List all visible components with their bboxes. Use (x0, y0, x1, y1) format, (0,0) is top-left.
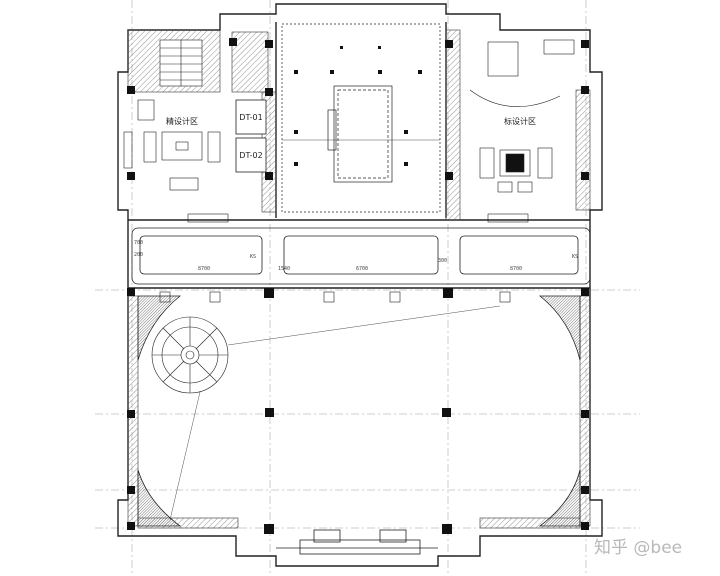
elevators (235, 99, 267, 173)
corner-walls (137, 295, 581, 527)
dim-label: 200 (134, 252, 143, 258)
corridor-counters (131, 227, 591, 285)
room-labels: 精设计区 标设计区 DT-01 DT-02 (166, 113, 536, 160)
hatched-walls (127, 29, 591, 529)
ceiling-dots (294, 46, 422, 166)
atrium (281, 23, 441, 213)
top-left-stair (159, 39, 203, 87)
dimension-labels: 700 200 8700 KS 1540 6700 300 8700 KS (134, 240, 578, 272)
left-room-furniture (123, 99, 229, 223)
pilasters (159, 291, 511, 303)
right-zone-label: 标设计区 (504, 116, 536, 126)
dim-label: 700 (134, 240, 143, 246)
right-room-furniture (469, 39, 575, 223)
dim-label: 300 (438, 258, 447, 264)
watermark: 知乎 @bee (594, 538, 682, 558)
elevator-2-label: DT-02 (239, 151, 262, 160)
left-zone-label: 精设计区 (166, 116, 198, 126)
columns (127, 38, 589, 534)
dim-label: 1540 (278, 266, 290, 272)
dim-label: KS (572, 254, 578, 260)
dim-label: KS (250, 254, 256, 260)
entrance (276, 529, 438, 555)
dim-label: 6700 (356, 266, 368, 272)
dim-label: 8700 (198, 266, 210, 272)
spiral-stair (151, 305, 501, 521)
elevator-1-label: DT-01 (239, 113, 262, 122)
dim-label: 8700 (510, 266, 522, 272)
